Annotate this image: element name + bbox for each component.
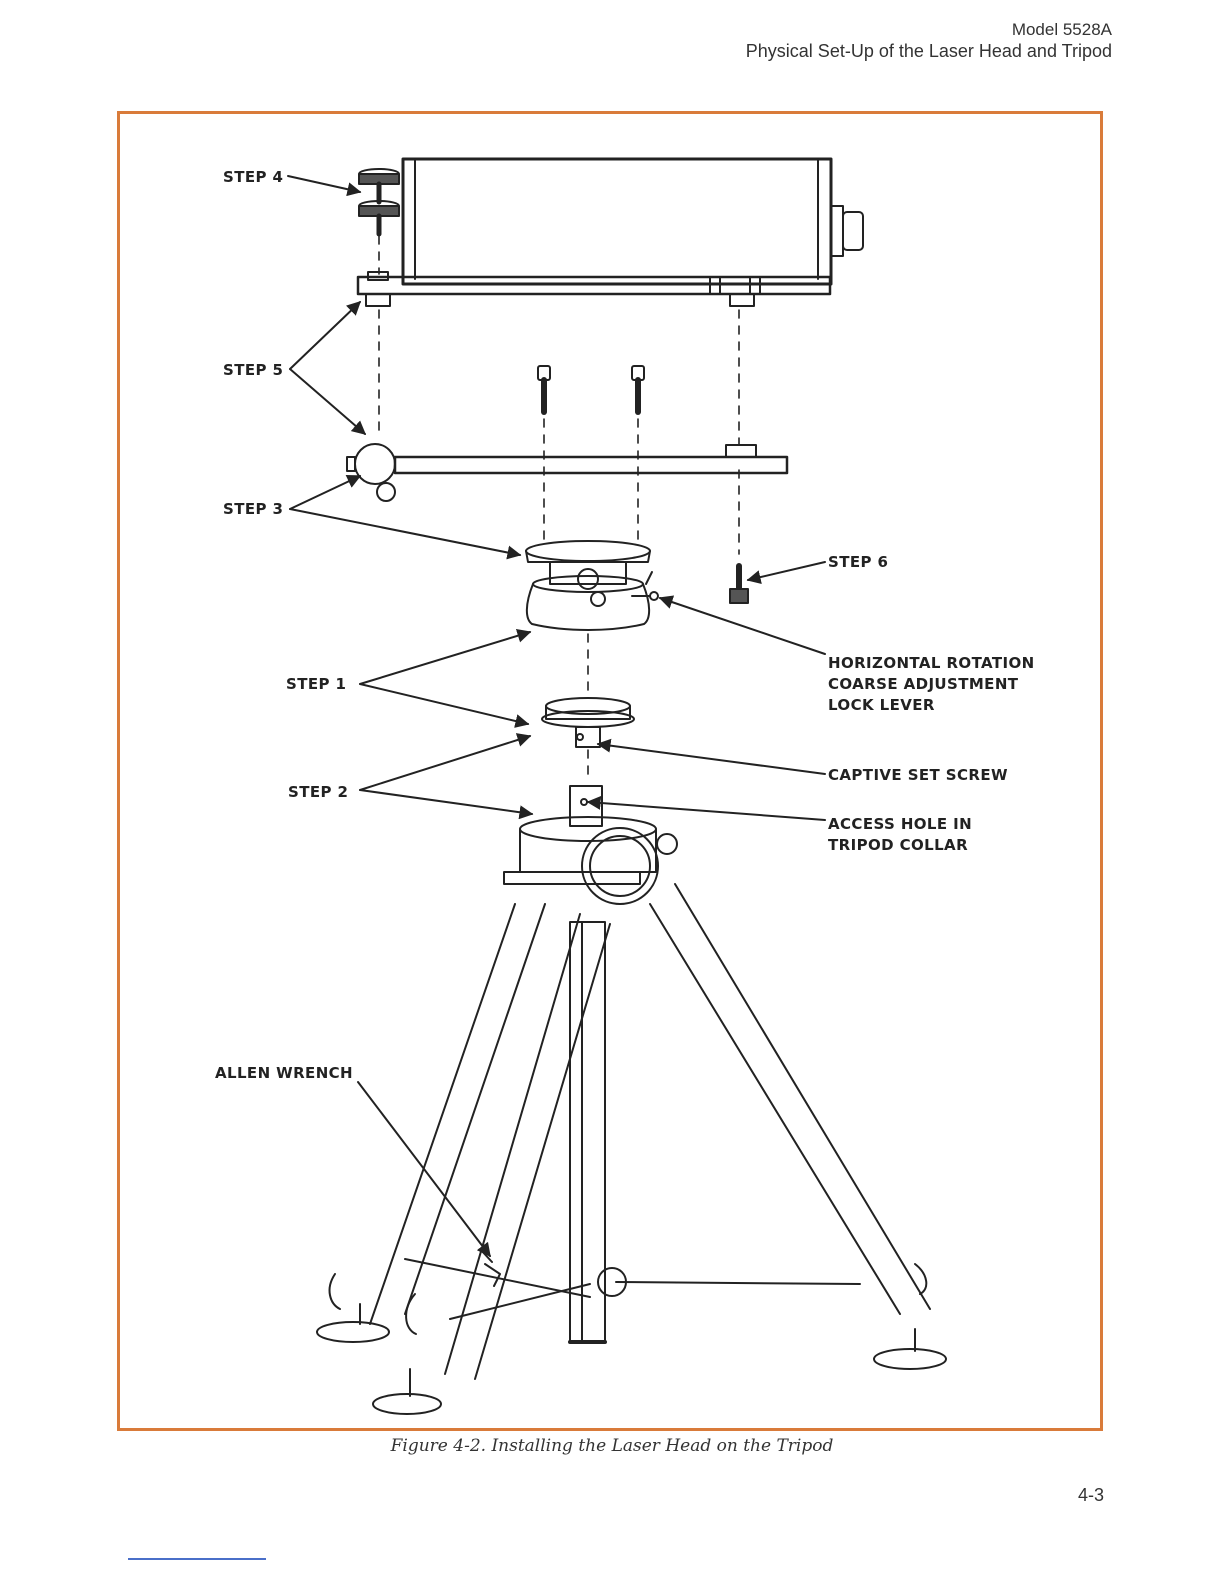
step4-label: STEP 4 <box>223 168 283 186</box>
step5-label: STEP 5 <box>223 361 283 379</box>
tripod-illustration: STEP 4 STEP 5 STEP 3 STEP 6 HORIZONTAL R… <box>120 114 1100 1428</box>
leader-lines <box>288 176 825 1256</box>
tripod-collar <box>504 786 677 904</box>
lock-lever-label: LOCK LEVER <box>828 696 935 714</box>
allen-wrench-label: ALLEN WRENCH <box>215 1064 353 1082</box>
step2-label: STEP 2 <box>288 783 348 801</box>
step1-label: STEP 1 <box>286 675 346 693</box>
step6-label: STEP 6 <box>828 553 888 571</box>
footer-rule <box>128 1558 266 1560</box>
tripod-legs <box>317 884 946 1414</box>
horizontal-rotation-label: HORIZONTAL ROTATION <box>828 654 1035 672</box>
mounting-plate <box>347 444 787 501</box>
access-hole-label: ACCESS HOLE IN <box>828 815 972 833</box>
page-number: 4-3 <box>1078 1485 1104 1506</box>
figure-caption: Figure 4-2. Installing the Laser Head on… <box>0 1436 1224 1456</box>
tilt-head <box>526 541 658 630</box>
coarse-adjustment-label: COARSE ADJUSTMENT <box>828 675 1019 693</box>
step6-screw <box>730 566 748 603</box>
leveling-screw <box>359 169 399 234</box>
model-number: Model 5528A <box>1012 20 1112 40</box>
section-title: Physical Set-Up of the Laser Head and Tr… <box>746 41 1112 62</box>
mounting-bolts <box>538 366 644 412</box>
step3-label: STEP 3 <box>223 500 283 518</box>
captive-set-screw-label: CAPTIVE SET SCREW <box>828 766 1008 784</box>
tripod-collar-label: TRIPOD COLLAR <box>828 836 968 854</box>
figure-frame: STEP 4 STEP 5 STEP 3 STEP 6 HORIZONTAL R… <box>117 111 1103 1431</box>
laser-head <box>358 159 863 306</box>
adapter-flange <box>542 698 634 747</box>
